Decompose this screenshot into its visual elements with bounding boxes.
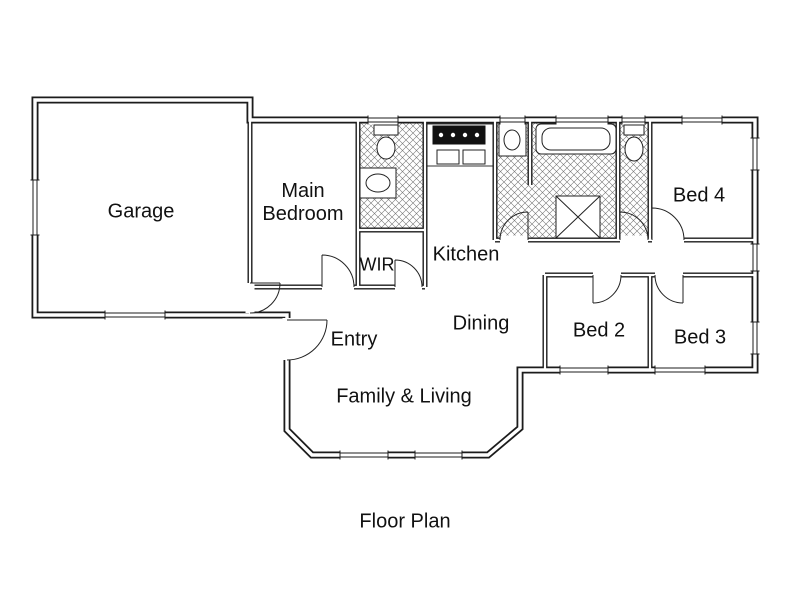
bathroom-vanity-icon [498,123,527,157]
room-label-main-bedroom: Main Bedroom [262,180,344,225]
room-label-dining: Dining [452,312,510,335]
room-label-family-living: Family & Living [336,385,472,408]
fixtures [359,123,645,239]
wir-door-swing [394,259,423,288]
room-label-kitchen: Kitchen [432,243,500,266]
door-swings [249,207,685,361]
entry-door-swing [286,319,328,361]
shower-icon [555,195,601,239]
room-label-bed2: Bed 2 [572,319,626,342]
wc-door-swing [619,211,649,241]
room-label-bed3: Bed 3 [673,326,727,349]
room-label-garage: Garage [107,200,175,223]
kitchen-bench-icon [426,123,494,167]
windows [30,115,760,460]
bathroom-door-swing [499,211,529,241]
garage-door-swing [249,282,281,314]
bed4-door-swing [651,207,685,241]
room-label-bed4: Bed 4 [672,184,726,207]
ensuite-vanity-icon [359,167,397,199]
ensuite-toilet-icon [373,124,399,160]
floor-plan-caption: Floor Plan [359,510,451,533]
walls [31,96,759,459]
bath-tub-icon [535,123,617,155]
main-bedroom-door-swing [321,254,355,288]
room-label-entry: Entry [330,328,378,351]
wc-toilet-icon [623,124,645,162]
bed2-door-swing [592,274,622,304]
door-openings [245,235,684,360]
room-label-wir: WIR [359,254,395,275]
bed3-door-swing [654,274,684,304]
